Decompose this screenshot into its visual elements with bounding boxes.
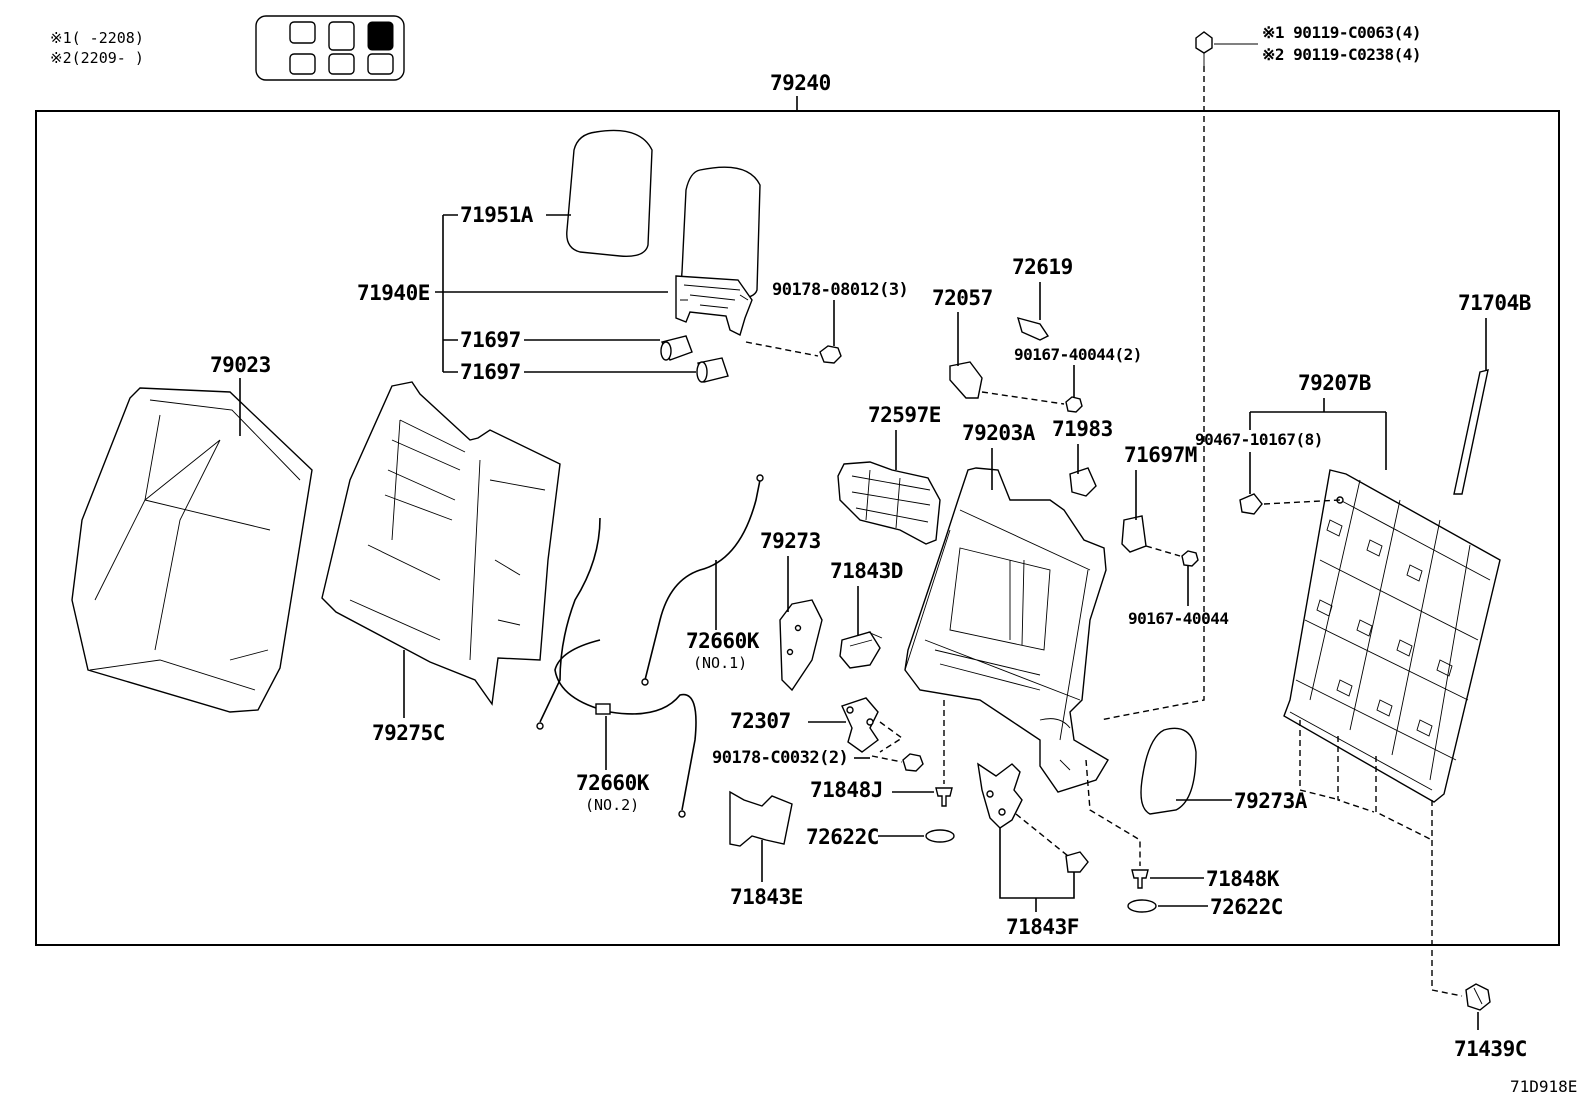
label-90167-40044: 90167-40044: [1128, 609, 1228, 628]
note-1: ※1( -2208): [50, 29, 144, 47]
label-79275C: 79275C: [372, 721, 445, 745]
label-79273: 79273: [760, 529, 821, 553]
label-90167-40044-2: 90167-40044(2): [1014, 345, 1142, 364]
seatback-cover-79023: [71, 387, 313, 713]
nut-90178-08012: [819, 345, 842, 364]
label-71848K: 71848K: [1206, 867, 1280, 891]
label-79273A: 79273A: [1234, 789, 1308, 813]
label-72307: 72307: [730, 709, 791, 733]
back-board-79207B: [1283, 469, 1501, 803]
note-2: ※2(2209- ): [50, 49, 144, 67]
label-71697-a: 71697: [460, 328, 521, 352]
headrest-71951A: [566, 129, 761, 300]
label-72660K-no2: 72660K: [576, 771, 650, 795]
label-71697M: 71697M: [1124, 443, 1197, 467]
label-71951A: 71951A: [460, 203, 534, 227]
label-71848J: 71848J: [810, 778, 883, 802]
cover-71843D: [839, 631, 883, 669]
clip-90467-10167: [1239, 493, 1263, 515]
label-72660K-no2-sub: (NO.2): [585, 796, 639, 814]
assembly-frame: [35, 110, 1560, 946]
headrest-support-71940E: [675, 275, 753, 337]
clip-71848K: [1131, 869, 1149, 889]
label-71940E: 71940E: [357, 281, 430, 305]
label-72597E: 72597E: [868, 403, 941, 427]
seatback-pad-79275C: [321, 381, 561, 706]
cover-72057: [949, 361, 983, 399]
cover-79273: [779, 599, 823, 692]
label-71697-b: 71697: [460, 360, 521, 384]
bolt-icon: [1195, 31, 1258, 66]
seat-position-icon: [255, 15, 405, 81]
cover-71843E: [729, 790, 793, 847]
pad-72622C-a: [925, 829, 955, 843]
label-79023: 79023: [210, 353, 271, 377]
label-72619: 72619: [1012, 255, 1073, 279]
label-71843E: 71843E: [730, 885, 803, 909]
label-71439C: 71439C: [1454, 1037, 1527, 1061]
label-79203A: 79203A: [962, 421, 1036, 445]
label-71704B: 71704B: [1458, 291, 1531, 315]
label-72660K-no1-sub: (NO.1): [693, 654, 747, 672]
clip-71983: [1069, 467, 1097, 497]
clip-71848J: [935, 787, 953, 807]
pad-72622C-b: [1127, 899, 1157, 913]
strip-71704B: [1453, 369, 1489, 495]
nut-90178-C0032: [902, 753, 924, 772]
clip-71843F: [1065, 851, 1089, 873]
guide-71697M: [1121, 515, 1147, 553]
label-72622C-a: 72622C: [806, 825, 879, 849]
label-71843F: 71843F: [1006, 915, 1079, 939]
seatback-frame-79203A: [904, 467, 1109, 793]
bracket-71843F: [977, 762, 1023, 829]
guide-71697: [660, 335, 729, 383]
label-72660K-no1: 72660K: [686, 629, 760, 653]
bracket-72597E: [837, 461, 941, 545]
cable-72660K-no1: [641, 474, 764, 686]
label-90178-C0032: 90178-C0032(2): [712, 748, 848, 768]
bracket-72619: [1016, 316, 1050, 341]
label-79207B: 79207B: [1298, 371, 1371, 395]
bolt-note-2: ※2 90119-C0238(4): [1262, 45, 1421, 64]
label-72057: 72057: [932, 286, 993, 310]
label-71983: 71983: [1052, 417, 1113, 441]
label-72622C-b: 72622C: [1210, 895, 1283, 919]
cover-79273A: [1140, 727, 1197, 815]
bolt-note-1: ※1 90119-C0063(4): [1262, 23, 1421, 42]
lock-72307: [841, 697, 904, 753]
cable-72660K-no2: [536, 517, 697, 818]
label-90467-10167: 90467-10167(8): [1195, 430, 1323, 449]
diagram-code: 71D918E: [1510, 1077, 1577, 1096]
clip-71439C: [1465, 983, 1491, 1011]
label-79240: 79240: [770, 71, 831, 95]
screw-90167-40044-2: [1065, 396, 1083, 413]
label-90178-08012: 90178-08012(3): [772, 280, 908, 300]
screw-90167-40044: [1181, 550, 1199, 567]
label-71843D: 71843D: [830, 559, 903, 583]
